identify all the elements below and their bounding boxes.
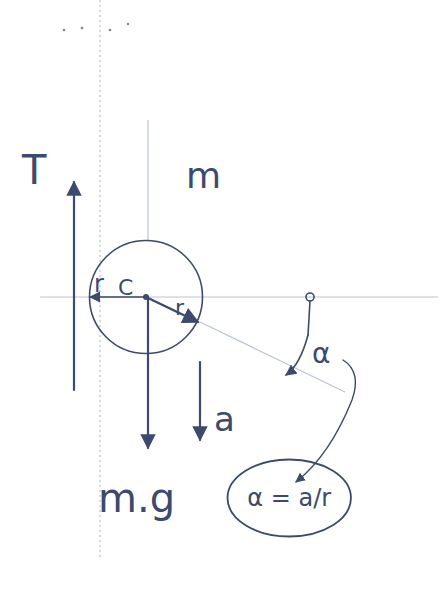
dotted-marks — [63, 23, 130, 32]
weight-label: m.g — [98, 478, 175, 518]
node-text: C — [118, 277, 133, 299]
formula-ellipse: α = a/r — [226, 458, 352, 538]
disk-body: rCr — [88, 239, 204, 355]
tension-label: T — [22, 150, 46, 190]
force-arrows — [74, 182, 355, 482]
mass-label: m — [186, 158, 221, 194]
node-text: r — [175, 297, 184, 319]
disk-outline — [88, 239, 204, 355]
angular-acceleration-label: α — [312, 340, 330, 368]
acceleration-label: a — [214, 402, 235, 436]
node-text: r — [94, 272, 104, 296]
construction-lines — [40, 0, 438, 560]
node-text: α = a/r — [247, 486, 331, 510]
